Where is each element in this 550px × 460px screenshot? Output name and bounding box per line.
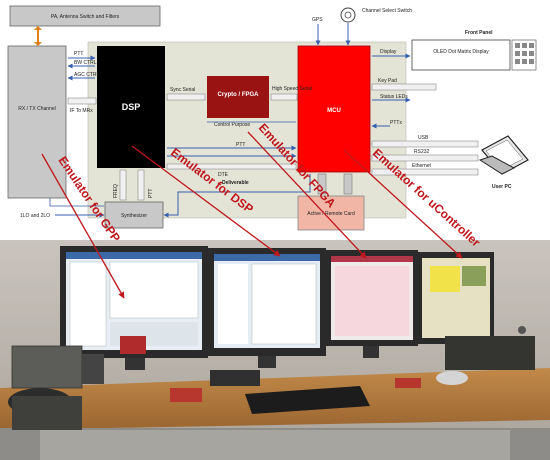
mcu-block (297, 45, 371, 173)
ftt-signal: PTT (148, 189, 154, 198)
pttx-signal: PTTx (390, 120, 402, 126)
keypad-icon (515, 43, 534, 64)
emulator-box (210, 370, 260, 386)
user-pc-label: User PC (492, 184, 512, 190)
oled-label: OLED Dot Matrix Display (433, 49, 489, 55)
bw-ctrl-signal: BW CTRL (74, 60, 97, 66)
high-speed-serial-signal: High Speed Serial (272, 86, 312, 92)
dsp-block (97, 46, 165, 168)
ptt-signal: PTT (74, 51, 83, 57)
lo-label: 1LO and 2LO (20, 213, 50, 219)
ptt2-signal: PTT (236, 142, 245, 148)
rs232-signal: RS232 (414, 149, 430, 155)
crypto-label: Crypto / FPGA (217, 92, 259, 98)
monitor-2 (208, 248, 326, 368)
deliverable-label: Deliverable (222, 180, 249, 186)
if-to-mrx-signal: IF To MRx (70, 108, 93, 114)
monitor-1 (60, 246, 208, 370)
usb-signal: USB (418, 135, 429, 141)
status-leds-signal: Status LEDs (380, 94, 408, 100)
active-remote-label: Active / Remote Card (307, 211, 355, 217)
pa-label: PA, Antenna Switch and Filters (51, 14, 120, 20)
front-panel-label: Front Panel (465, 30, 493, 36)
mouse (436, 371, 468, 385)
active-remote-block (297, 195, 365, 231)
eval-board-2 (395, 378, 421, 388)
display-signal: Display (380, 49, 397, 55)
dsp-label: DSP (122, 102, 141, 112)
monitor-3 (326, 250, 418, 358)
laptop-icon (478, 135, 529, 175)
lab-photo (0, 240, 550, 460)
ethernet-signal: Ethernet (412, 163, 432, 169)
gps-label: GPS (312, 17, 323, 23)
rxtx-label: RX / TX Channel (18, 106, 55, 112)
keypad-signal: Key Pad (378, 78, 397, 84)
keyboard (245, 386, 370, 414)
freq-signal: FREQ (113, 184, 119, 198)
eval-board-1 (170, 388, 202, 402)
agc-ctrl-signal: AGC CTRL (74, 72, 100, 78)
radio-device (8, 336, 146, 430)
mcu-label: MCU (327, 108, 341, 114)
sync-serial-signal: Sync Serial (170, 87, 195, 93)
pa-block (9, 5, 161, 27)
radio-device-right (445, 336, 535, 370)
dte-signal: DTE (218, 172, 229, 178)
crypto-block (207, 76, 269, 118)
control-purpose-signal: Control Purpose (214, 122, 250, 128)
rxtx-block (7, 45, 67, 199)
emulator-arrows (41, 131, 463, 299)
synthesizer-label: Synthesizer (121, 213, 147, 219)
synthesizer-block (104, 201, 164, 229)
oled-block (411, 39, 511, 71)
channel-select-label: Channel Select Switch (362, 8, 412, 14)
